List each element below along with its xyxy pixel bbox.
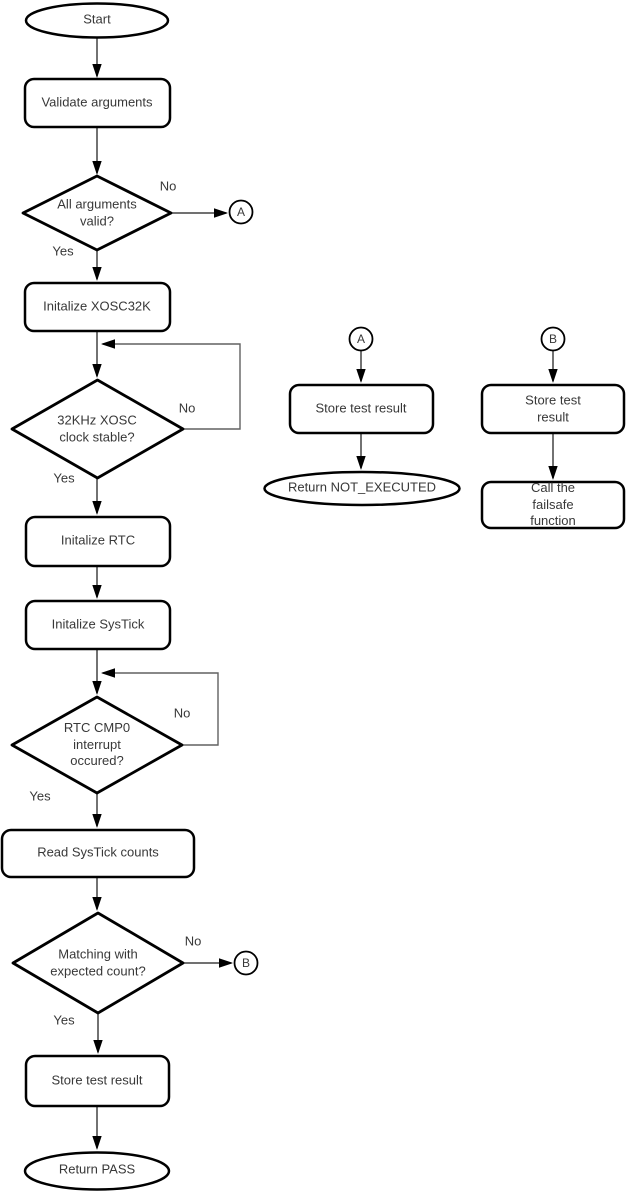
start-terminator — [24, 2, 170, 39]
matching-expected-count-decision — [11, 911, 185, 1015]
validate-arguments-process — [23, 77, 172, 129]
store-test-result-b-process — [480, 383, 626, 435]
connector-b-reference — [233, 950, 259, 976]
read-systick-counts-process — [0, 828, 196, 879]
initalize-rtc-process — [24, 515, 172, 568]
edge-stable-decision-no-loop — [103, 344, 241, 430]
xosc-clock-stable-decision — [10, 378, 185, 480]
rtc-cmp0-interrupt-decision — [10, 695, 184, 795]
edge-cmp0-decision-no-loop — [103, 673, 219, 746]
store-test-result-a-process — [288, 383, 435, 435]
initalize-systick-process — [24, 599, 172, 651]
call-failsafe-function-process — [480, 480, 626, 530]
return-not-executed-terminator — [263, 470, 461, 507]
connector-a-target — [348, 326, 374, 352]
initalize-xosc32k-process — [23, 281, 172, 333]
store-test-result-main-process — [24, 1054, 171, 1108]
return-pass-terminator — [23, 1151, 171, 1191]
connector-a-reference — [228, 199, 254, 225]
connector-b-target — [540, 326, 566, 352]
all-arguments-valid-decision — [21, 174, 173, 252]
